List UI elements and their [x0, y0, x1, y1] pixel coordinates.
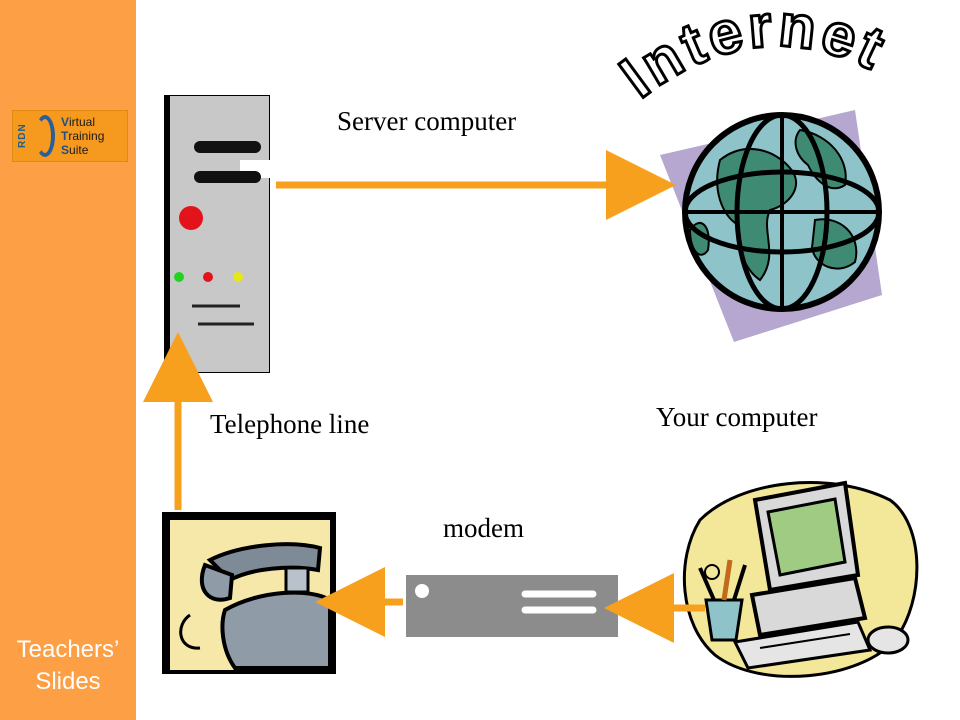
server-tower-icon: [164, 95, 270, 373]
internet-title: Internet: [608, 0, 898, 110]
telephone-icon: [162, 512, 336, 674]
logo-arc-icon: [35, 115, 55, 157]
virtual-training-suite-logo: RDN Virtual Training Suite: [12, 110, 128, 162]
desktop-computer-icon: [682, 480, 919, 678]
sidebar: RDN Virtual Training Suite Teachers’ Sli…: [0, 0, 136, 720]
logo-line-2: Training: [61, 129, 105, 143]
sidebar-caption: Teachers’ Slides: [16, 636, 120, 695]
modem-label: modem: [443, 513, 524, 543]
globe-icon: [660, 110, 882, 342]
modem-icon: [406, 575, 618, 637]
logo-line-1: Virtual: [61, 115, 96, 129]
logo-line-3: Suite: [61, 143, 89, 157]
logo-text: Virtual Training Suite: [61, 115, 104, 157]
your-computer-label: Your computer: [656, 402, 818, 432]
telephone-line-label: Telephone line: [210, 409, 370, 439]
server-computer-label: Server computer: [337, 106, 517, 136]
